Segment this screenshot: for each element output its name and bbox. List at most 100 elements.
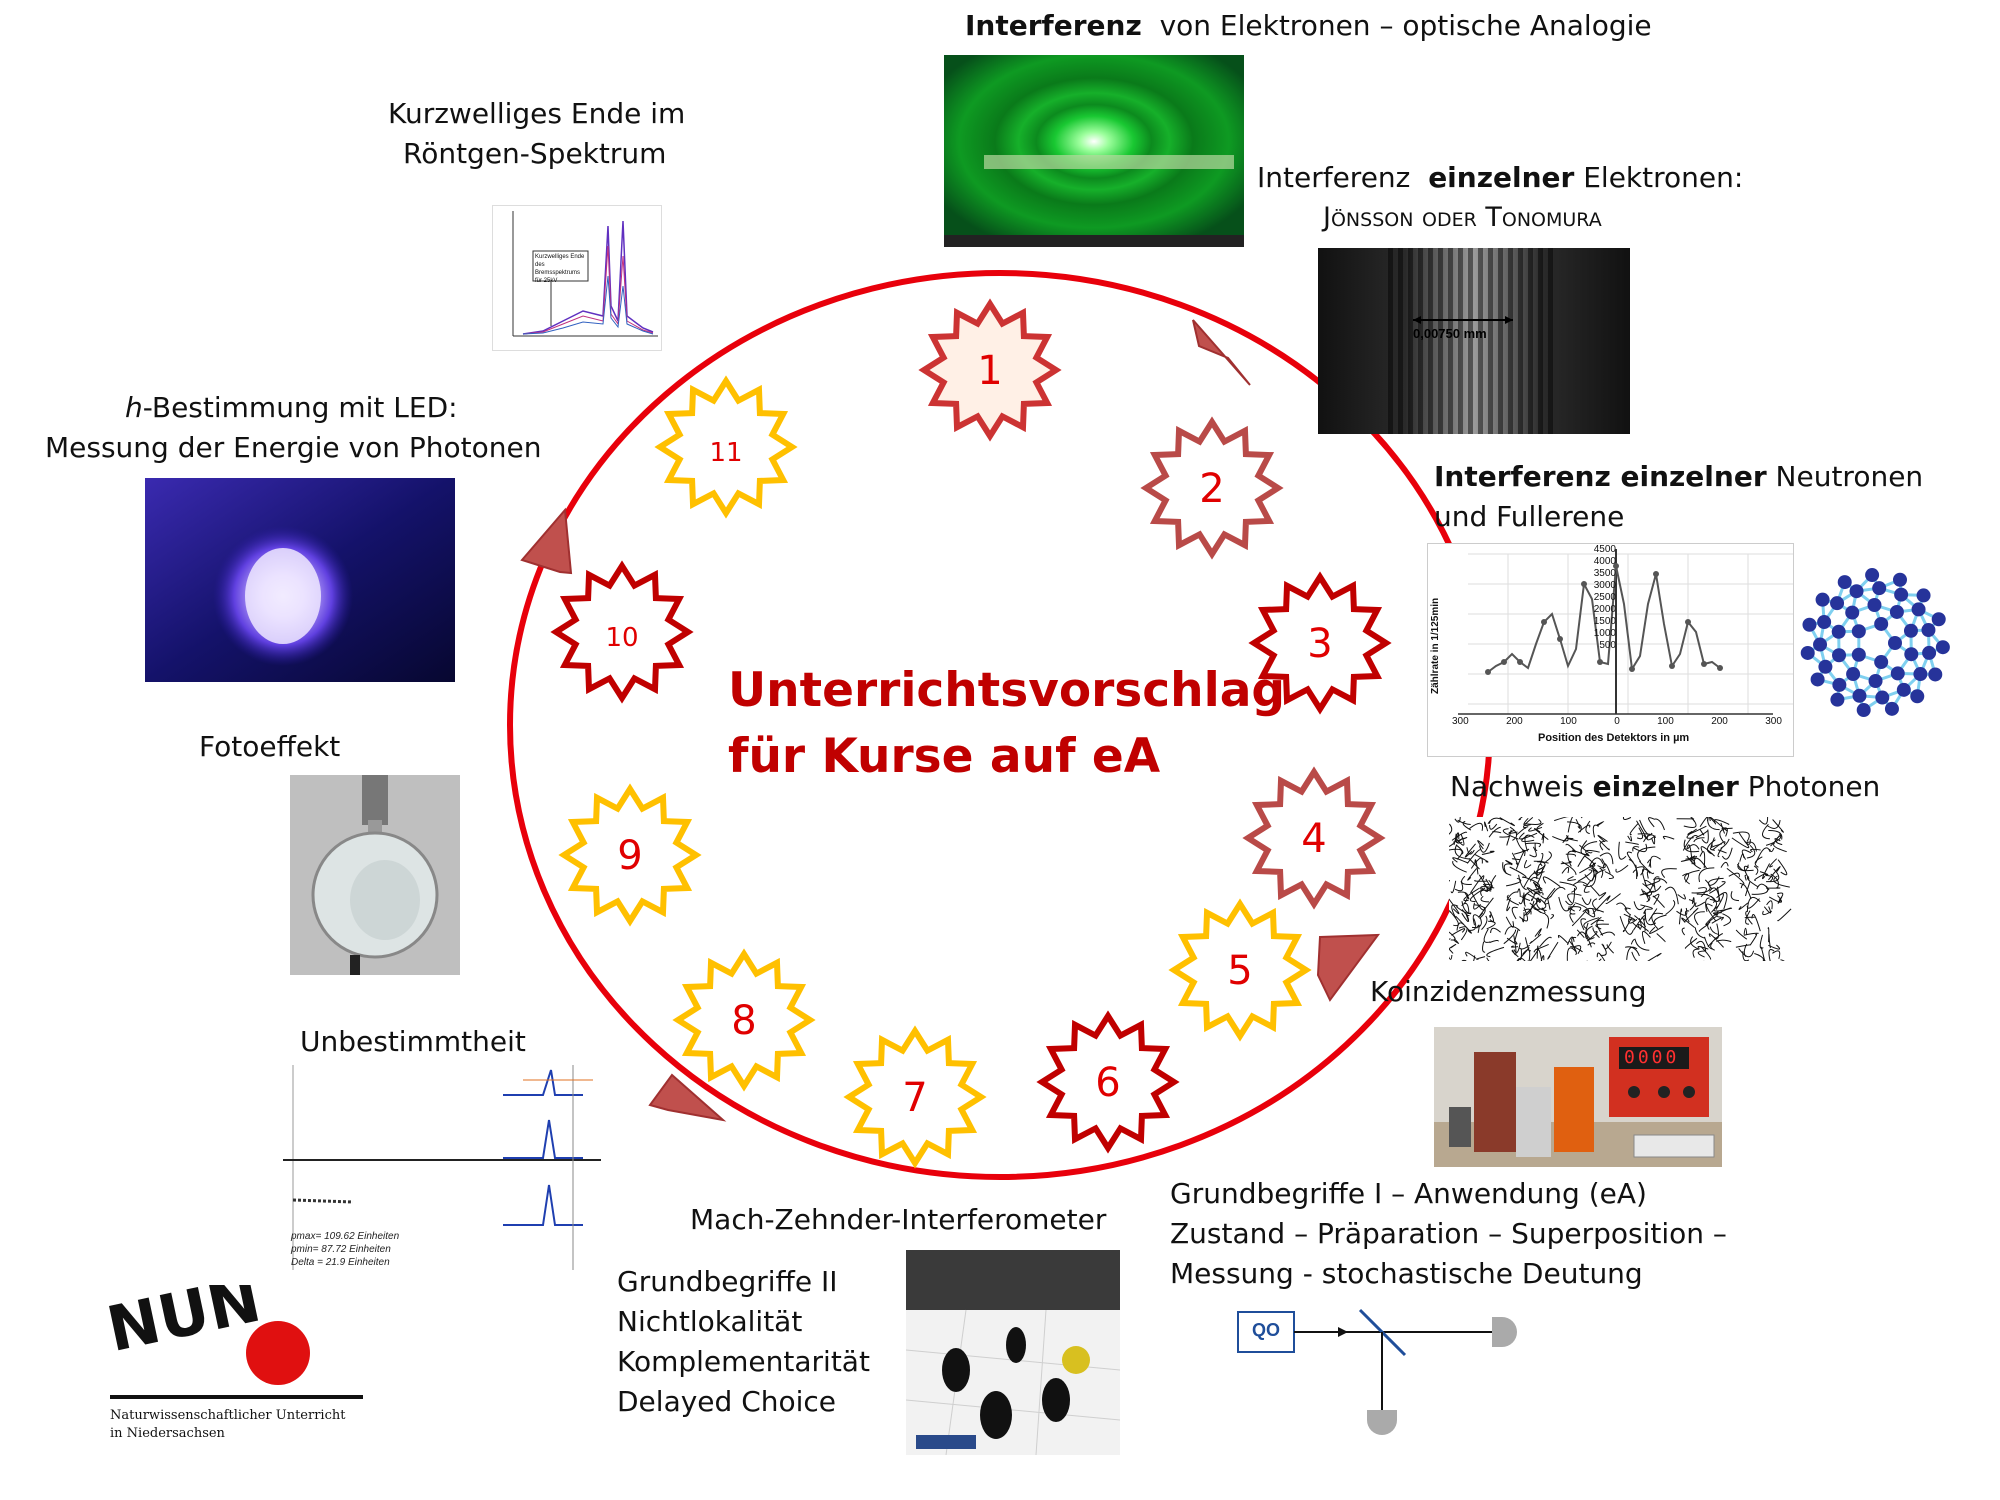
- station-9: 9: [558, 783, 702, 927]
- uncertainty-plot: pmax= 109.62 Einheiten pmin= 87.72 Einhe…: [283, 1060, 601, 1275]
- title-line-1: Unterrichtsvorschlag: [728, 663, 1286, 718]
- y-tick: 2000: [1593, 604, 1616, 615]
- label-bold-part: Interferenz: [965, 9, 1142, 42]
- station-number: 6: [1095, 1060, 1120, 1106]
- label-single-photons: Nachweis einzelner Photonen: [1450, 767, 1880, 807]
- label-basics-2-line-3: Komplementarität: [617, 1345, 870, 1378]
- station-number: 4: [1301, 816, 1326, 862]
- station-star: [558, 783, 702, 927]
- label-part-b: Photonen: [1747, 770, 1881, 803]
- station-star: [672, 948, 816, 1092]
- x-tick: 200: [1711, 716, 1728, 727]
- label-bold-part: Interferenz einzelner: [1434, 460, 1767, 493]
- y-tick: 2500: [1593, 592, 1616, 603]
- station-number: 5: [1227, 948, 1252, 994]
- label-joensson-tonomura: Jönsson oder Tonomura: [1323, 202, 1602, 233]
- station-10: 10: [550, 560, 694, 704]
- label-bold-part: einzelner: [1428, 161, 1575, 194]
- label-fullerenes: und Fullerene: [1434, 500, 1625, 533]
- station-star: [1242, 766, 1386, 910]
- label-rest: -Bestimmung mit LED:: [142, 391, 458, 424]
- neutron-interference-chart: Zählrate in 1/125min Position des Detekt…: [1427, 543, 1794, 757]
- qo-source-label: QO: [1251, 1320, 1280, 1340]
- label-part-a: Neutronen: [1775, 460, 1924, 493]
- station-3: 3: [1248, 571, 1392, 715]
- electron-fringes-image: 0,00750 mm: [1318, 248, 1630, 434]
- station-star: [654, 375, 798, 519]
- station-number: 3: [1307, 621, 1332, 667]
- label-uncertainty: Unbestimmtheit: [300, 1025, 526, 1058]
- y-tick: 3000: [1593, 580, 1616, 591]
- label-neutrons: Interferenz einzelner Neutronen: [1434, 457, 1923, 497]
- fringe-measure: 0,00750 mm: [1413, 326, 1487, 341]
- x-tick: 100: [1657, 716, 1674, 727]
- station-star: [1168, 898, 1312, 1042]
- y-tick: 4500: [1593, 544, 1616, 555]
- pmax-value: pmax= 109.62 Einheiten: [291, 1231, 400, 1242]
- y-tick: 500: [1599, 640, 1616, 651]
- neutron-x-ticks: 300 200 100 0 100 200 300: [1452, 716, 1782, 727]
- label-photon-energy: Messung der Energie von Photonen: [45, 431, 542, 464]
- station-7: 7: [843, 1025, 987, 1169]
- neutron-y-ticks: 4500 4000 3500 3000 2500 2000 1500 1000 …: [1586, 544, 1616, 652]
- deltap-value: Delta = 21.9 Einheiten: [291, 1257, 390, 1268]
- xray-annotation: Kurzwelliges Ende des Bremsspektrums für…: [535, 254, 585, 284]
- station-star: [1140, 416, 1284, 560]
- label-bold-part: einzelner: [1592, 770, 1739, 803]
- pmin-value: pmin= 87.72 Einheiten: [291, 1244, 391, 1255]
- station-4: 4: [1242, 766, 1386, 910]
- station-11: 11: [654, 375, 798, 519]
- station-number: 1: [977, 348, 1002, 394]
- x-tick: 0: [1614, 716, 1620, 727]
- green-interference-photo: [944, 55, 1244, 247]
- nun-caption: Naturwissenschaftlicher Unterricht in Ni…: [110, 1407, 345, 1443]
- label-basics-2-line-1: Grundbegriffe II: [617, 1265, 838, 1298]
- led-photo: [145, 478, 455, 682]
- label-basics-2-line-2: Nichtlokalität: [617, 1305, 803, 1338]
- station-number: 10: [605, 623, 638, 653]
- station-number: 7: [902, 1075, 927, 1121]
- label-xray-line-2: Röntgen-Spektrum: [403, 137, 667, 170]
- station-1: 1: [918, 298, 1062, 442]
- y-tick: 1000: [1593, 628, 1616, 639]
- cycle-arrow-3: [648, 1073, 727, 1122]
- label-coincidence: Koinzidenzmessung: [1370, 975, 1647, 1008]
- station-8: 8: [672, 948, 816, 1092]
- label-part-a: Nachweis: [1450, 770, 1584, 803]
- label-basics-1-line-3: Messung - stochastische Deutung: [1170, 1257, 1643, 1290]
- label-photoelectric-effect: Fotoeffekt: [199, 730, 341, 763]
- planck-h: h: [125, 391, 143, 424]
- diagram-title: Unterrichtsvorschlag für Kurse auf eA: [728, 658, 1285, 790]
- neutron-x-label: Position des Detektors in µm: [1538, 732, 1690, 744]
- label-optical-analogy: Interferenz von Elektronen – optische An…: [965, 6, 1652, 46]
- station-star: [1036, 1010, 1180, 1154]
- y-tick: 3500: [1593, 568, 1616, 579]
- label-basics-2-line-4: Delayed Choice: [617, 1385, 837, 1418]
- label-h-determination: h-Bestimmung mit LED:: [125, 388, 458, 428]
- x-tick: 300: [1452, 716, 1469, 727]
- nun-caption-line-1: Naturwissenschaftlicher Unterricht: [110, 1408, 346, 1423]
- xray-spectrum-chart: Kurzwelliges Ende des Bremsspektrums für…: [492, 205, 662, 351]
- title-line-2: für Kurse auf eA: [728, 729, 1161, 784]
- label-rest: von Elektronen – optische Analogie: [1159, 9, 1652, 42]
- cycle-arrow-1: [1192, 319, 1251, 386]
- station-star: [1248, 571, 1392, 715]
- x-tick: 200: [1506, 716, 1523, 727]
- mach-zehnder-photo: [906, 1250, 1120, 1455]
- x-tick: 100: [1560, 716, 1577, 727]
- station-5: 5: [1168, 898, 1312, 1042]
- uncertainty-values: pmax= 109.62 Einheiten pmin= 87.72 Einhe…: [291, 1230, 399, 1269]
- counter-display: 0000: [1624, 1047, 1680, 1068]
- fullerene-molecule-image: [1800, 568, 1950, 718]
- coincidence-setup-photo: 0000: [1434, 1027, 1722, 1167]
- label-basics-1-line-2: Zustand – Präparation – Superposition –: [1170, 1217, 1727, 1250]
- station-number: 9: [617, 833, 642, 879]
- y-tick: 1500: [1593, 616, 1616, 627]
- station-star: [918, 298, 1062, 442]
- station-number: 11: [709, 438, 742, 468]
- label-basics-1-line-1: Grundbegriffe I – Anwendung (eA): [1170, 1177, 1647, 1210]
- beam-splitter-schematic: QO: [1230, 1300, 1530, 1440]
- label-part-a: Interferenz: [1257, 161, 1411, 194]
- photon-detection-image: [1449, 817, 1792, 961]
